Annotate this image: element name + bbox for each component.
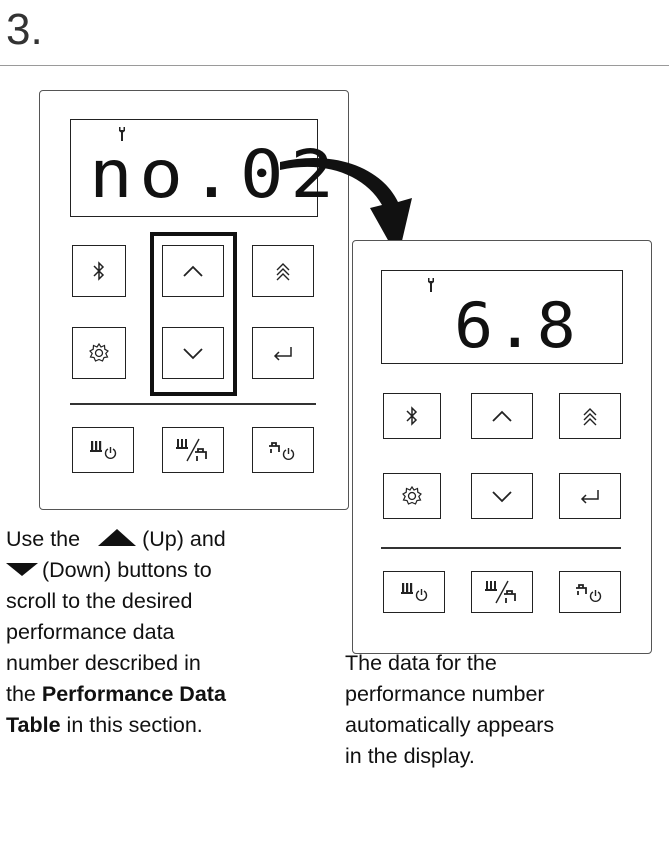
down-button[interactable] — [471, 473, 533, 519]
button-separator — [70, 403, 316, 405]
heat-water-icon — [176, 438, 207, 462]
heat-water-mode-button[interactable] — [162, 427, 224, 473]
settings-button[interactable] — [72, 327, 126, 379]
settings-gear-icon — [402, 485, 422, 505]
caption-text: in this section. — [66, 713, 203, 737]
caption-text: the — [6, 682, 36, 706]
heat-water-icon — [485, 580, 516, 604]
double-up-icon — [276, 263, 290, 281]
table-reference: Table — [6, 713, 61, 737]
caption-text: automatically appears — [345, 713, 555, 737]
faucet-power-icon — [576, 584, 602, 602]
down-arrow-icon — [183, 348, 203, 360]
down-button[interactable] — [162, 327, 224, 379]
faucet-power-icon — [269, 442, 295, 460]
bluetooth-button[interactable] — [383, 393, 441, 439]
fast-up-button[interactable] — [559, 393, 621, 439]
curved-arrow — [280, 157, 412, 258]
header-divider — [0, 65, 669, 66]
lcd-display: 6.8 — [381, 270, 623, 364]
heater-power-button[interactable] — [383, 571, 445, 613]
up-triangle-icon — [98, 528, 137, 546]
caption-text: The data for the — [345, 651, 497, 675]
up-button[interactable] — [471, 393, 533, 439]
control-panel-after: 6.8 — [352, 240, 652, 654]
heater-power-button[interactable] — [72, 427, 134, 473]
heater-power-icon — [90, 441, 117, 459]
heat-water-mode-button[interactable] — [471, 571, 533, 613]
faucet-power-button[interactable] — [559, 571, 621, 613]
instruction-caption-right: The data for the performance number auto… — [345, 648, 645, 772]
caption-text: performance number — [345, 682, 545, 706]
lcd-readout: no.02 — [89, 136, 341, 213]
caption-text: Use the — [6, 527, 81, 551]
fast-up-button[interactable] — [252, 245, 314, 297]
bluetooth-icon — [93, 261, 105, 281]
wrench-icon — [426, 277, 436, 296]
caption-text: (Down) buttons to — [42, 558, 212, 582]
up-arrow-icon — [183, 265, 203, 277]
caption-text: scroll to the desired — [6, 589, 193, 613]
table-reference: Performance Data — [41, 682, 226, 706]
step-number: 3. — [6, 5, 43, 54]
caption-text: (Up) and — [142, 527, 226, 551]
enter-icon — [273, 347, 292, 361]
enter-button[interactable] — [252, 327, 314, 379]
lcd-readout: 6.8 — [454, 289, 578, 362]
button-separator — [381, 547, 621, 549]
caption-text: performance data — [6, 620, 175, 644]
bluetooth-button[interactable] — [72, 245, 126, 297]
down-triangle-icon — [6, 562, 38, 576]
caption-text: number described in — [6, 651, 201, 675]
instruction-caption-left: Use the (Up) and (Down) buttons to scroll… — [6, 524, 306, 741]
up-down-highlight-box — [150, 232, 237, 396]
up-arrow-icon — [492, 410, 512, 422]
faucet-power-button[interactable] — [252, 427, 314, 473]
settings-button[interactable] — [383, 473, 441, 519]
enter-icon — [580, 490, 599, 504]
double-up-icon — [583, 408, 597, 426]
heater-power-icon — [401, 583, 428, 601]
settings-gear-icon — [89, 342, 109, 362]
bluetooth-icon — [406, 406, 418, 426]
lcd-display: no.02 — [70, 119, 334, 217]
enter-button[interactable] — [559, 473, 621, 519]
wrench-icon — [117, 126, 127, 145]
caption-text: in the display. — [345, 744, 475, 768]
down-arrow-icon — [492, 491, 512, 503]
up-button[interactable] — [162, 245, 224, 297]
